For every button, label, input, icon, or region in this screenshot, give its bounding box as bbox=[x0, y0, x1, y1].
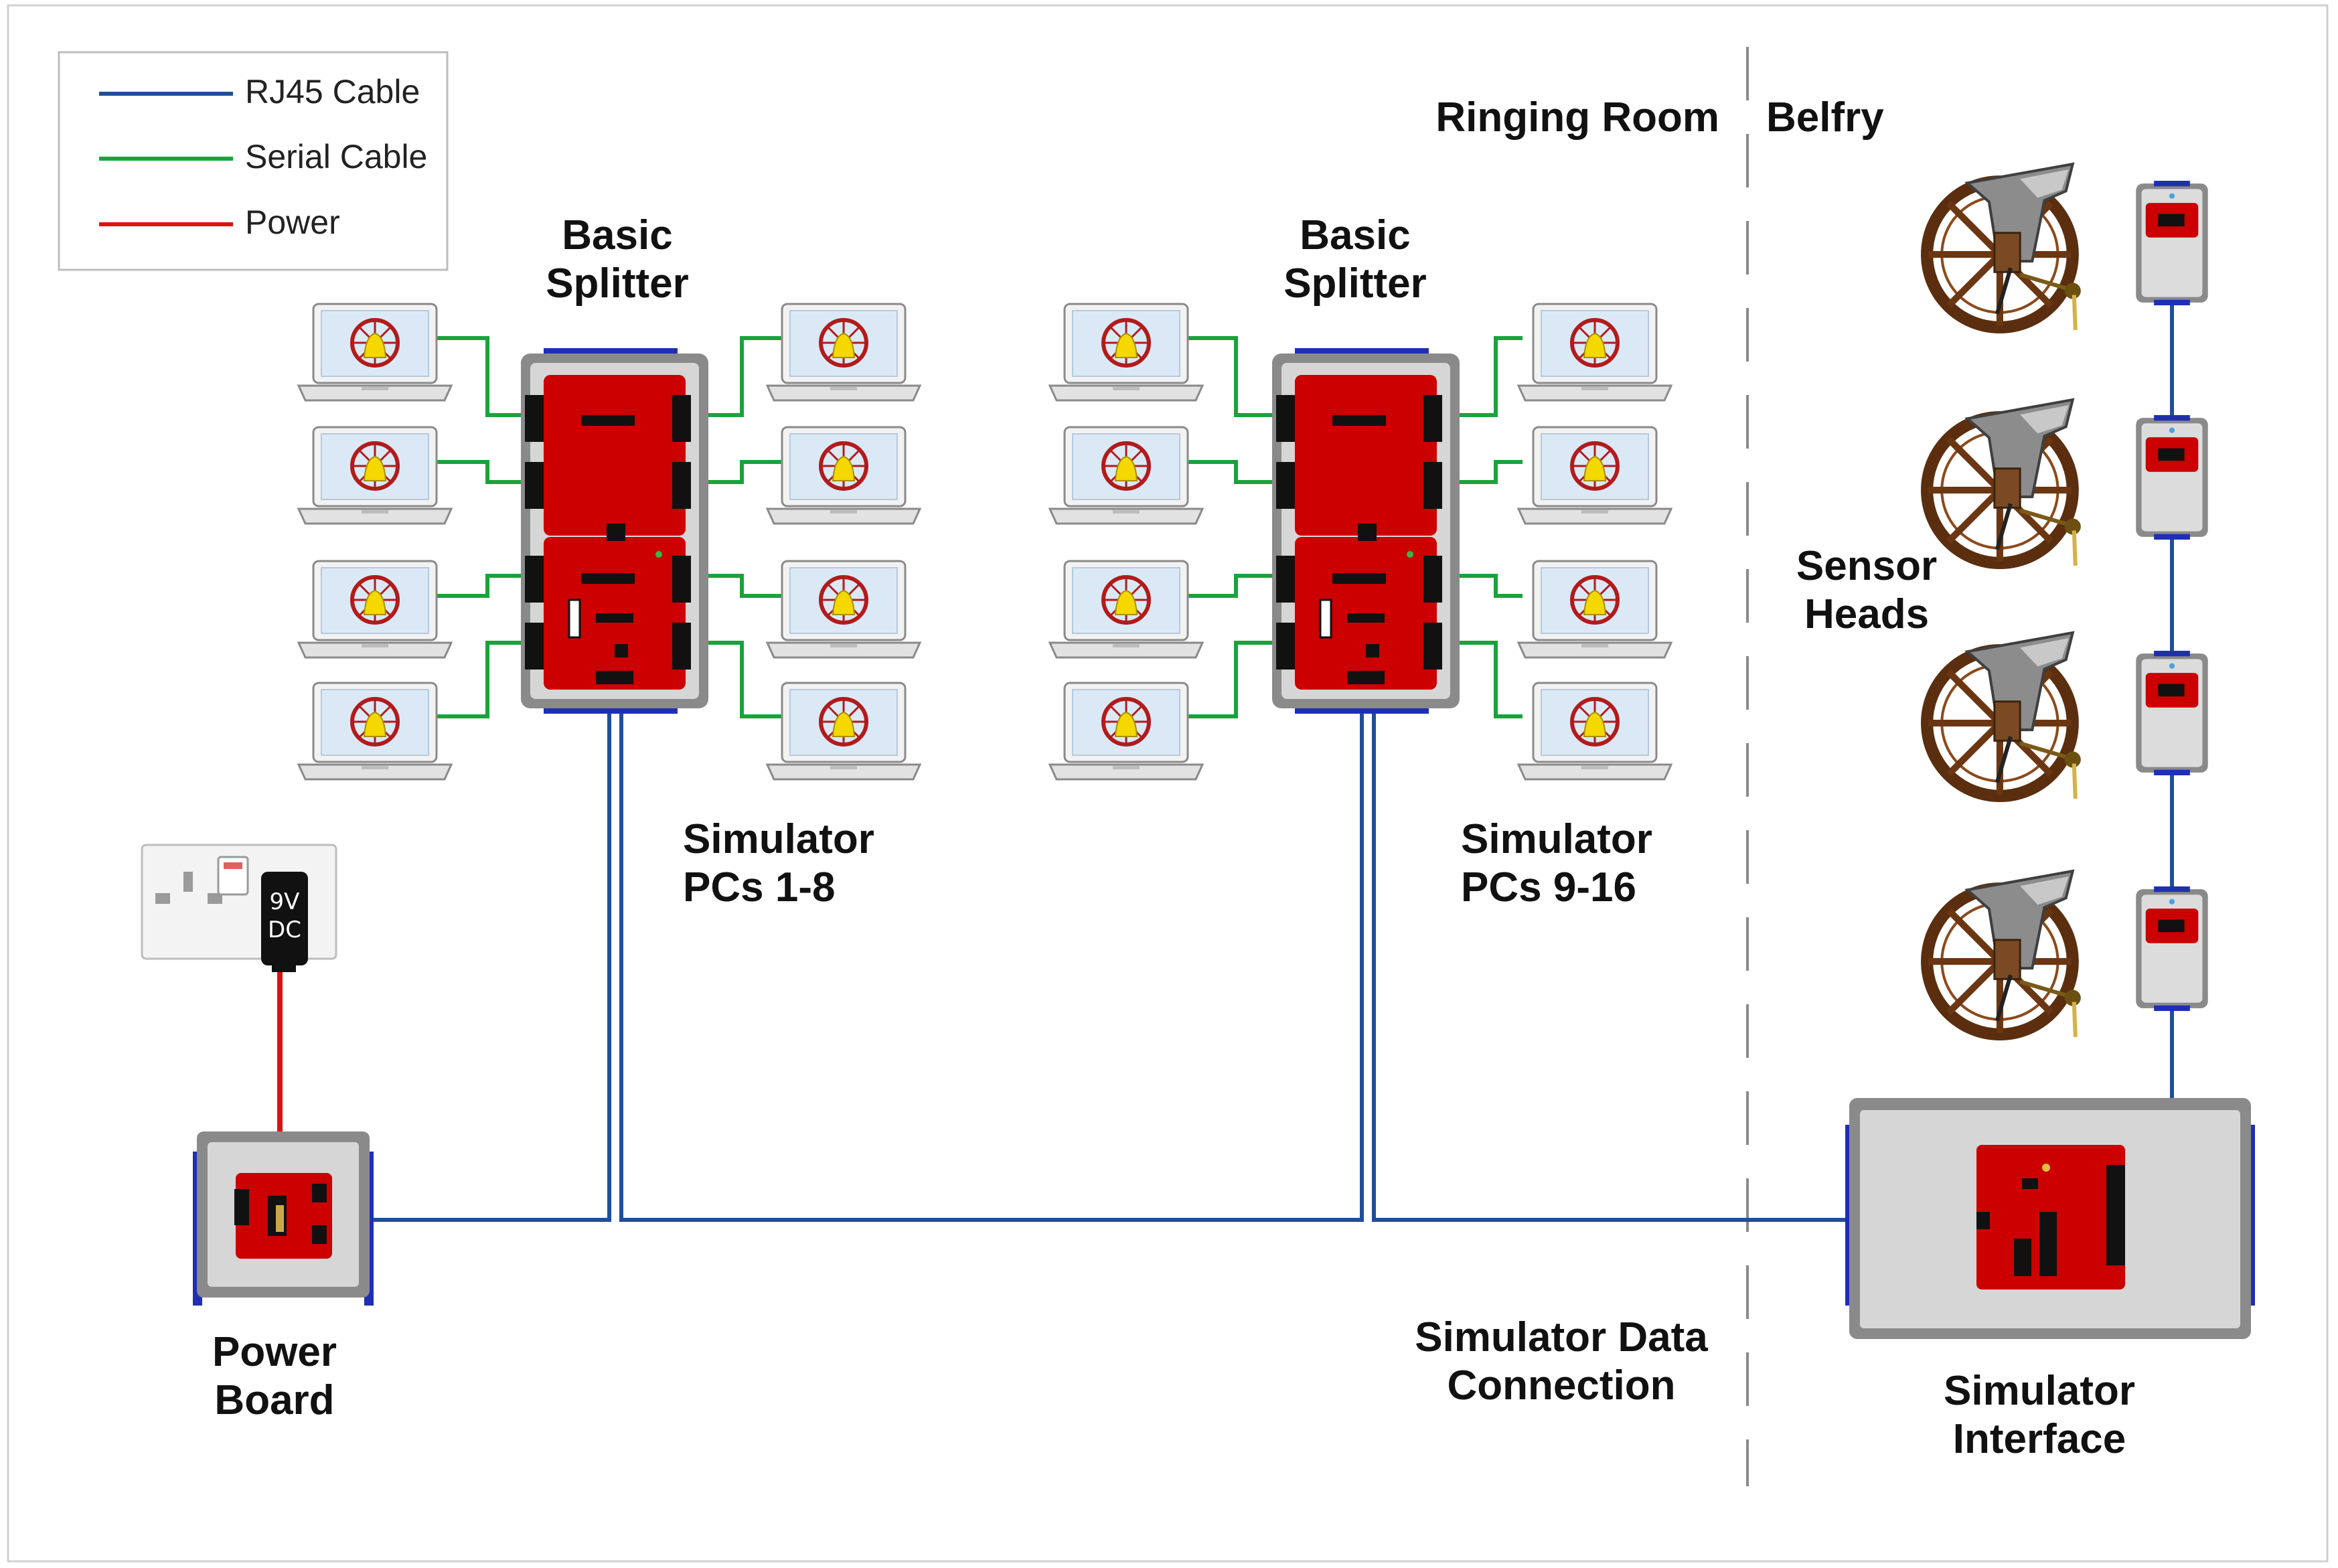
basic-splitter-1[interactable] bbox=[521, 348, 708, 714]
data-connection-label: Simulator Data Connection bbox=[1415, 1314, 1708, 1409]
laptop-icon[interactable] bbox=[767, 304, 920, 400]
svg-text:Basic: Basic bbox=[1300, 212, 1410, 258]
splitter-1-label: Basic Splitter bbox=[546, 212, 689, 307]
laptop-icon[interactable] bbox=[299, 304, 451, 400]
laptop-icon[interactable] bbox=[1050, 561, 1202, 657]
pcs-1-8-label: Simulator PCs 1-8 bbox=[683, 816, 874, 911]
svg-text:Heads: Heads bbox=[1804, 591, 1929, 637]
svg-text:PCs 1-8: PCs 1-8 bbox=[683, 864, 835, 911]
laptop-icon[interactable] bbox=[1518, 304, 1671, 400]
svg-text:Board: Board bbox=[214, 1377, 334, 1423]
laptop-icon[interactable] bbox=[299, 427, 451, 524]
sensor-head-icon[interactable] bbox=[2136, 651, 2208, 775]
splitter-2-label: Basic Splitter bbox=[1283, 212, 1427, 307]
svg-text:Splitter: Splitter bbox=[1283, 260, 1427, 307]
laptop-icon[interactable] bbox=[767, 683, 920, 779]
svg-text:Interface: Interface bbox=[1953, 1416, 2126, 1462]
power-adapter-icon: 9V DC bbox=[261, 872, 308, 972]
laptop-icon[interactable] bbox=[299, 683, 451, 779]
sensor-heads-label: Sensor Heads bbox=[1796, 543, 1937, 637]
svg-text:Basic: Basic bbox=[562, 212, 672, 258]
legend-power-label: Power bbox=[245, 204, 340, 241]
sensor-head-icon[interactable] bbox=[2136, 415, 2208, 540]
laptop-icon[interactable] bbox=[767, 561, 920, 657]
laptop-icon[interactable] bbox=[1050, 304, 1202, 400]
belfry-label: Belfry bbox=[1766, 94, 1884, 141]
rj45-cables bbox=[370, 301, 2174, 1222]
svg-text:Power: Power bbox=[212, 1329, 337, 1375]
legend: RJ45 Cable Serial Cable Power bbox=[58, 51, 449, 271]
plug-label-dc: DC bbox=[268, 917, 301, 943]
laptop-icon[interactable] bbox=[1518, 683, 1671, 779]
basic-splitter-2[interactable] bbox=[1272, 348, 1460, 714]
svg-text:Simulator Data: Simulator Data bbox=[1415, 1314, 1708, 1360]
laptop-icon[interactable] bbox=[1050, 427, 1202, 524]
laptop-icon[interactable] bbox=[1518, 427, 1671, 524]
plug-label-9v: 9V bbox=[270, 888, 300, 915]
simulator-interface[interactable] bbox=[1845, 1098, 2255, 1339]
svg-text:Simulator: Simulator bbox=[683, 816, 874, 862]
power-board-label: Power Board bbox=[212, 1329, 337, 1423]
serial-cables-splitter-2 bbox=[1186, 336, 1523, 718]
svg-text:Simulator: Simulator bbox=[1461, 816, 1652, 862]
serial-cables-splitter-1 bbox=[435, 336, 783, 718]
ringing-room-label: Ringing Room bbox=[1435, 94, 1719, 141]
power-board[interactable] bbox=[193, 1131, 374, 1306]
laptop-icon[interactable] bbox=[767, 427, 920, 524]
legend-box bbox=[58, 51, 449, 271]
svg-text:PCs 9-16: PCs 9-16 bbox=[1461, 864, 1636, 911]
laptop-icon[interactable] bbox=[299, 561, 451, 657]
laptop-icon[interactable] bbox=[1518, 561, 1671, 657]
svg-text:Splitter: Splitter bbox=[546, 260, 689, 307]
sensor-head-icon[interactable] bbox=[2136, 886, 2208, 1011]
svg-text:Sensor: Sensor bbox=[1796, 543, 1937, 589]
legend-serial-label: Serial Cable bbox=[245, 138, 427, 175]
svg-text:Connection: Connection bbox=[1448, 1362, 1676, 1409]
svg-text:Simulator: Simulator bbox=[1944, 1368, 2135, 1414]
simulator-interface-label: Simulator Interface bbox=[1944, 1368, 2135, 1462]
legend-rj45-label: RJ45 Cable bbox=[245, 73, 420, 110]
pcs-9-16-label: Simulator PCs 9-16 bbox=[1461, 816, 1652, 911]
sensor-head-icon[interactable] bbox=[2136, 181, 2208, 305]
laptop-icon[interactable] bbox=[1050, 683, 1202, 779]
